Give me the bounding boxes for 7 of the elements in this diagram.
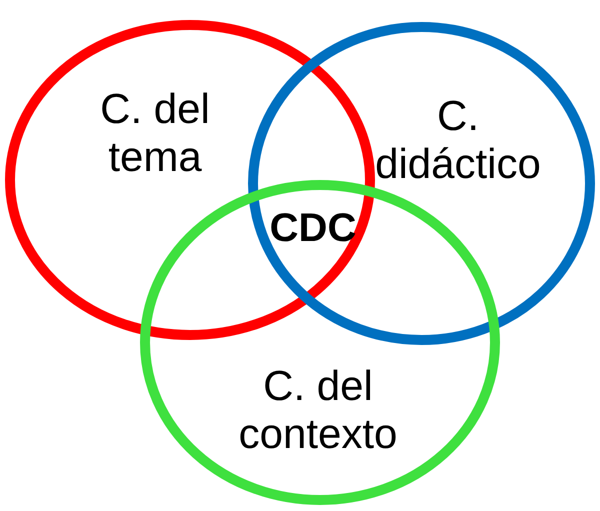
- venn-circle: [140, 180, 500, 505]
- circle-label: C. del tema: [99, 85, 211, 181]
- circle-label: C. del contexto: [238, 362, 398, 458]
- venn-circle: [248, 22, 595, 345]
- venn-circle: [5, 20, 375, 340]
- intersection-label: CDC: [270, 205, 356, 251]
- circle-label: C. didáctico: [374, 92, 542, 188]
